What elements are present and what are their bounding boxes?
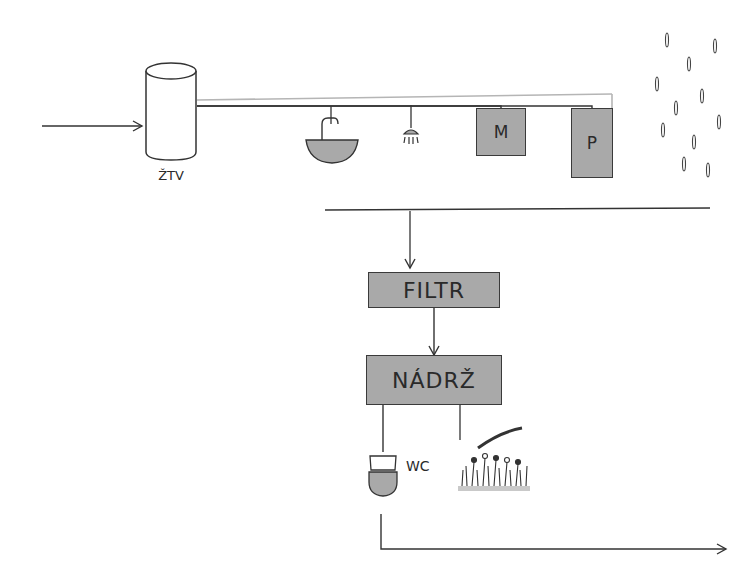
appliance-box: P bbox=[571, 108, 613, 178]
pipe-connector bbox=[197, 106, 592, 108]
node-label: P bbox=[587, 133, 597, 153]
sink-icon bbox=[306, 118, 358, 163]
inflow-arrow bbox=[42, 125, 142, 126]
cylinder-outline bbox=[145, 62, 197, 162]
shower-icon bbox=[404, 130, 418, 144]
garden-icon bbox=[458, 428, 530, 491]
filter-box: FILTR bbox=[368, 272, 500, 308]
outflow-line bbox=[381, 514, 726, 549]
toilet-icon bbox=[366, 452, 400, 498]
node-label: WC bbox=[406, 458, 430, 474]
pipe-branch bbox=[330, 106, 331, 124]
storage-heater: ŽTV bbox=[145, 62, 197, 192]
rain-drops bbox=[656, 33, 721, 177]
flow-arrow bbox=[409, 211, 410, 268]
tank-box: NÁDRŽ bbox=[366, 355, 502, 405]
node-label: ŽTV bbox=[158, 168, 184, 183]
label-holder: WC bbox=[406, 458, 430, 474]
node-label: M bbox=[494, 122, 509, 142]
pipe-branch bbox=[410, 105, 411, 128]
collection-line bbox=[325, 208, 710, 210]
pipe-drop bbox=[611, 94, 613, 108]
pipe-connector bbox=[382, 405, 383, 452]
pipe-line bbox=[197, 94, 612, 100]
toilet-node: WC bbox=[366, 452, 448, 498]
pipe-connector bbox=[433, 308, 434, 355]
node-label: FILTR bbox=[403, 278, 465, 303]
node-label: NÁDRŽ bbox=[392, 368, 476, 393]
label-holder: ŽTV bbox=[145, 168, 197, 183]
pipe-branch bbox=[459, 405, 460, 440]
appliance-box: M bbox=[476, 108, 526, 156]
